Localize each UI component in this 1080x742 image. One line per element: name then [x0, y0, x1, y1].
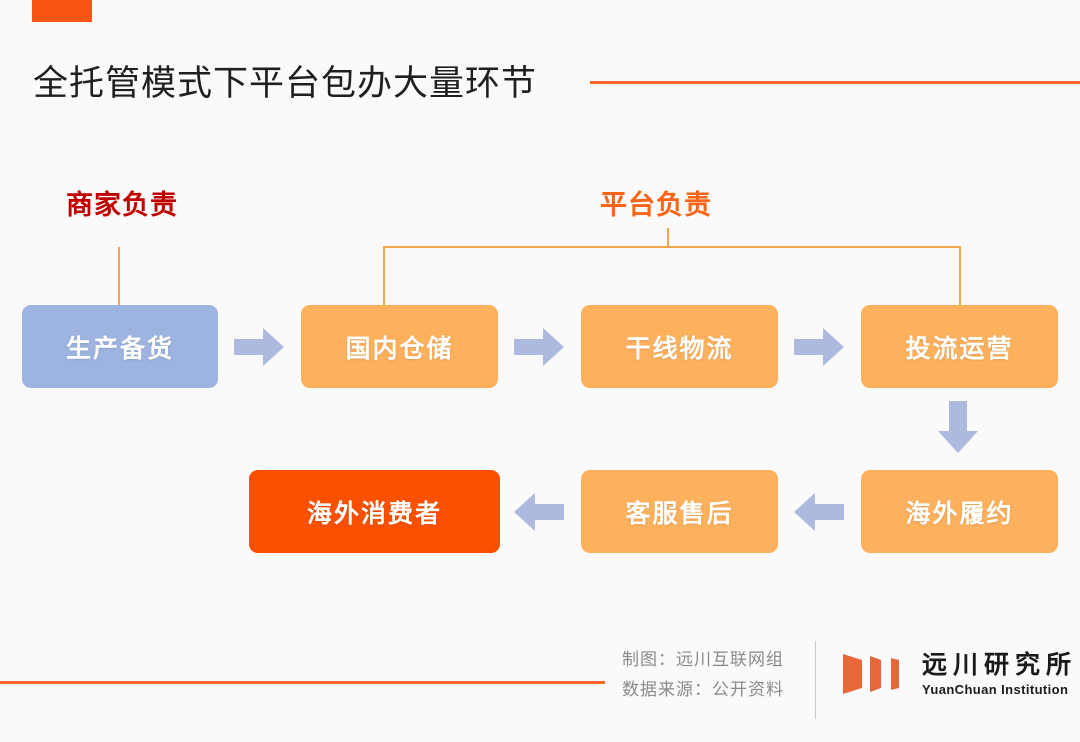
arrow-right-warehouse-to-linehaul [514, 328, 564, 366]
flow-node-domestic-warehouse[interactable]: 国内仓储 [301, 305, 498, 388]
footer-rule [0, 681, 605, 684]
footer-credits: 制图：远川互联网组 数据来源：公开资料 [622, 645, 784, 705]
logo-name-en: YuanChuan Institution [922, 682, 1069, 697]
logo-wordmark: 远川研究所 YuanChuan Institution [922, 652, 1077, 698]
footer-divider [815, 641, 816, 719]
caption-platform-responsibility: 平台负责 [600, 190, 712, 220]
flow-node-overseas-fulfillment[interactable]: 海外履约 [861, 470, 1058, 553]
connector-merchant-stem [118, 247, 120, 305]
caption-merchant-responsibility: 商家负责 [66, 190, 178, 220]
flow-node-traffic-operations[interactable]: 投流运营 [861, 305, 1058, 388]
flow-node-overseas-consumer[interactable]: 海外消费者 [249, 470, 500, 553]
footer-credit-author: 制图：远川互联网组 [622, 650, 784, 669]
flow-node-customer-support[interactable]: 客服售后 [581, 470, 778, 553]
logo-bars-icon [843, 652, 909, 696]
arrow-right-linehaul-to-ads [794, 328, 844, 366]
corner-accent-mark [32, 0, 92, 22]
arrow-left-support-to-consumer [514, 493, 564, 531]
page-title: 全托管模式下平台包办大量环节 [33, 64, 538, 103]
title-underline-rule [590, 81, 1080, 84]
flow-node-linehaul-logistics[interactable]: 干线物流 [581, 305, 778, 388]
logo-name-cn: 远川研究所 [922, 651, 1078, 679]
arrow-left-fulfillment-to-support [794, 493, 844, 531]
brand-logo: 远川研究所 YuanChuan Institution [843, 652, 1077, 698]
connector-platform-stem [667, 228, 669, 247]
arrow-down-ads-to-overseas-fulfillment [938, 401, 978, 453]
footer-credit-source: 数据来源：公开资料 [622, 680, 784, 699]
connector-platform-bracket [383, 246, 961, 306]
flow-node-production[interactable]: 生产备货 [22, 305, 218, 388]
arrow-right-production-to-warehouse [234, 328, 284, 366]
